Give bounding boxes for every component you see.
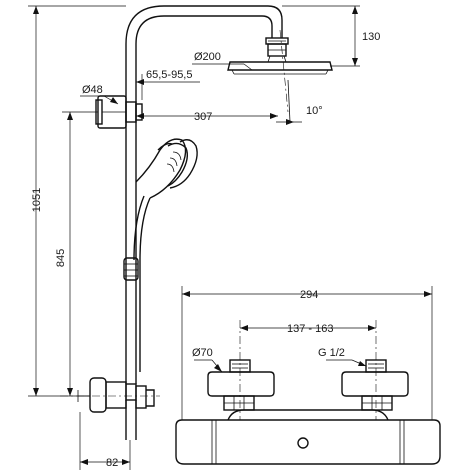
dim-307 <box>136 113 278 119</box>
dim-137-163 <box>240 325 376 331</box>
dim-10deg <box>276 119 302 125</box>
dim-294 <box>181 286 433 420</box>
dim-130 <box>282 5 360 67</box>
dim-65-95-label: 65,5-95,5 <box>146 69 192 81</box>
shower-hose <box>133 195 151 372</box>
dim-845 <box>62 111 98 396</box>
dim-48 <box>80 95 119 105</box>
dim-48-label: Ø48 <box>82 84 103 96</box>
hand-shower <box>135 138 198 199</box>
dim-82-label: 82 <box>106 457 118 469</box>
dim-845-label: 845 <box>55 249 67 267</box>
left-connector <box>207 320 275 420</box>
dim-70 <box>194 359 223 373</box>
dim-65-95 <box>136 74 200 100</box>
dim-82 <box>79 412 131 470</box>
dim-70-label: Ø70 <box>192 347 213 359</box>
shower-arm <box>125 5 283 45</box>
dim-200 <box>192 63 253 71</box>
mixer-body <box>175 409 441 465</box>
dim-137-163-label: 137 - 163 <box>287 323 333 335</box>
column-mixer-body <box>60 377 160 413</box>
dim-294-label: 294 <box>300 289 318 301</box>
dim-10deg-label: 10° <box>306 105 323 117</box>
dim-130-label: 130 <box>362 31 380 43</box>
dim-200-label: Ø200 <box>194 51 221 63</box>
dim-g12-label: G 1/2 <box>318 347 345 359</box>
right-connector <box>341 320 409 420</box>
slide-bracket-top <box>95 95 143 129</box>
head-connector <box>265 37 289 63</box>
dim-307-label: 307 <box>194 111 212 123</box>
dim-1051-label: 1051 <box>31 188 43 212</box>
hose-clip <box>123 257 139 281</box>
dim-1051 <box>28 5 126 397</box>
overhead-shower-head <box>227 29 333 123</box>
dim-g12 <box>326 359 367 367</box>
